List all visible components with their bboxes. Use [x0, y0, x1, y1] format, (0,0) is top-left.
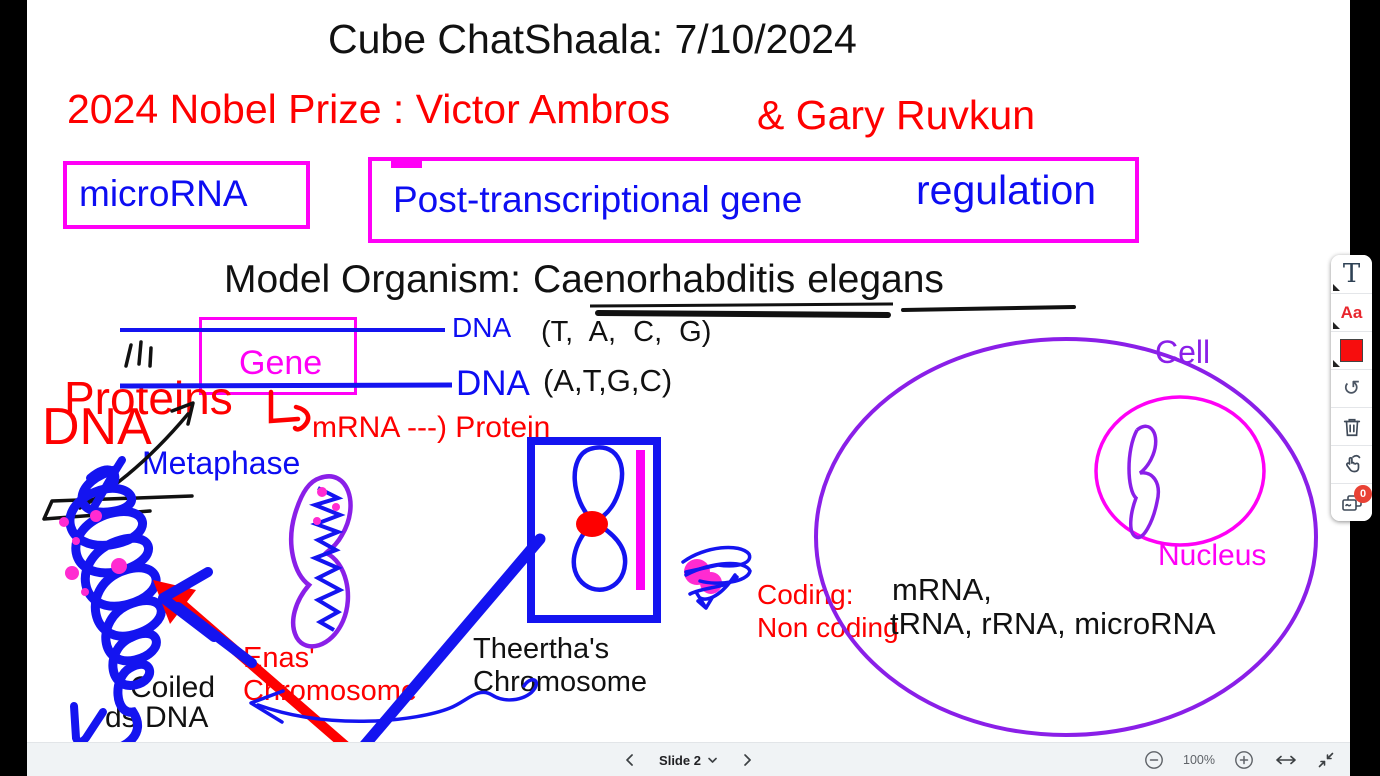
- enas-label-1: Enas': [243, 642, 315, 674]
- non-coding-label: Non coding: [757, 612, 899, 643]
- bases-bottom-label: (A,T,G,C): [543, 363, 673, 398]
- slide-navigation: Slide 2: [621, 743, 756, 776]
- nucleus-chromosome-drawing: [1127, 424, 1160, 540]
- post-transcriptional-box: Post-transcriptional gene regulation: [368, 157, 1139, 243]
- microrna-box: microRNA: [63, 161, 310, 229]
- zoom-level: 100%: [1183, 753, 1215, 767]
- trash-icon: [1343, 418, 1360, 436]
- cell-drawing: [814, 337, 1318, 737]
- enas-chromosome-drawing: [289, 474, 353, 649]
- fit-width-button[interactable]: [1273, 754, 1299, 766]
- nobel-prize-text: 2024 Nobel Prize : Victor Ambros: [67, 86, 671, 132]
- enas-label-2: Chromosome: [243, 675, 418, 707]
- theertha-label-2: Chromosome: [473, 666, 648, 698]
- post-transcriptional-label: Post-transcriptional gene: [393, 179, 803, 220]
- pan-hand-button[interactable]: [1331, 445, 1372, 483]
- chevron-left-icon: [625, 754, 633, 766]
- submenu-corner-icon: [1333, 360, 1340, 367]
- model-organism-genus: Caenorhabditis: [532, 258, 796, 301]
- pan-hand-icon: [1345, 454, 1360, 472]
- zoom-out-icon: [1145, 751, 1163, 769]
- regulation-label: regulation: [916, 167, 1097, 213]
- mrna-protein-label: mRNA ---) Protein: [312, 411, 551, 444]
- dna-bottom-label: DNA: [456, 364, 530, 403]
- submenu-corner-icon: [1333, 284, 1340, 291]
- bottom-bar: Slide 2 100%: [27, 742, 1350, 776]
- font-style-icon: Aa: [1340, 303, 1363, 322]
- blue-arrow: [158, 567, 257, 668]
- chevron-down-icon: [708, 757, 718, 763]
- previous-slide-button[interactable]: [621, 751, 637, 769]
- delete-button[interactable]: [1331, 407, 1372, 445]
- text-tool-icon: T: [1342, 259, 1361, 289]
- zoom-in-button[interactable]: [1234, 750, 1254, 770]
- color-picker-button[interactable]: [1331, 331, 1372, 369]
- collapse-icon: [1318, 752, 1334, 768]
- undo-button[interactable]: ↺: [1331, 369, 1372, 407]
- zoom-controls: 100%: [1144, 743, 1334, 776]
- metaphase-label: Metaphase: [142, 445, 301, 481]
- gene-to-mrna-arrow: [268, 389, 311, 432]
- dna-big-label: DNA: [42, 398, 152, 456]
- coiled-label-1: Coiled: [130, 671, 216, 704]
- nucleus-label: Nucleus: [1158, 539, 1267, 572]
- color-swatch-icon: [1340, 339, 1363, 362]
- organism-underlines: [589, 302, 1076, 318]
- theertha-chromosome-box: [527, 437, 661, 623]
- collapse-view-button[interactable]: [1318, 752, 1334, 768]
- zoom-out-button[interactable]: [1144, 750, 1164, 770]
- notification-badge: 0: [1354, 485, 1372, 503]
- microrna-label: microRNA: [79, 173, 248, 214]
- chevron-right-icon: [744, 754, 752, 766]
- slides-panel-button[interactable]: 0: [1331, 483, 1372, 521]
- theertha-label-1: Theertha's: [473, 633, 610, 665]
- cell-label: Cell: [1155, 334, 1211, 370]
- bases-top-label: (T, A, C, G): [541, 316, 712, 348]
- coiled-dna-dots: [59, 510, 127, 596]
- font-style-button[interactable]: Aa: [1331, 293, 1372, 331]
- zoom-in-icon: [1235, 751, 1253, 769]
- gene-label: Gene: [239, 344, 323, 382]
- next-slide-button[interactable]: [740, 751, 756, 769]
- rna-coding-label: mRNA,: [892, 572, 992, 607]
- submenu-corner-icon: [1333, 322, 1340, 329]
- coding-label: Coding:: [757, 579, 854, 610]
- nobel-prize-text-2: & Gary Ruvkun: [757, 92, 1035, 138]
- worm-drawing: [681, 545, 752, 610]
- model-organism-label: Model Organism:: [224, 258, 521, 301]
- text-tool-button[interactable]: T: [1331, 255, 1372, 293]
- fit-width-icon: [1276, 755, 1296, 765]
- dna-top-label: DNA: [452, 312, 512, 343]
- board-title: Cube ChatShaala: 7/10/2024: [328, 16, 857, 62]
- slide-selector[interactable]: Slide 2: [653, 752, 724, 769]
- model-organism-line: Model Organism: Caenorhabditis elegans: [224, 258, 944, 301]
- model-organism-species: elegans: [807, 258, 944, 301]
- magenta-dash-mark: [391, 160, 422, 168]
- rna-noncoding-label: tRNA, rRNA, microRNA: [890, 606, 1216, 641]
- undo-icon: ↺: [1342, 376, 1361, 400]
- coiled-label-2: ds DNA: [105, 701, 209, 734]
- slide-label: Slide 2: [659, 752, 701, 768]
- drawing-toolbar: T Aa ↺: [1331, 255, 1372, 521]
- left-letterbox: [0, 0, 27, 776]
